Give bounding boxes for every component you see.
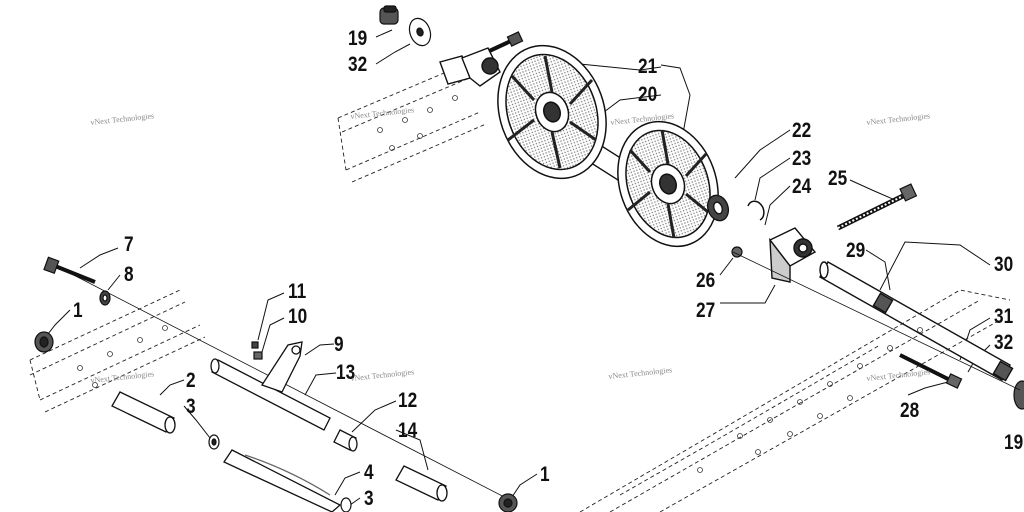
part-label: 21 [638, 55, 658, 78]
part-1-nut-left [34, 331, 54, 353]
part-9-arm [261, 341, 303, 393]
part-label: 19 [348, 27, 368, 50]
part-label: 2 [186, 369, 196, 392]
part-label: 8 [124, 263, 134, 286]
part-13-shaft [210, 358, 331, 431]
part-label: 1 [73, 299, 83, 322]
part-19-cap-top [379, 5, 399, 25]
part-2-spacer [111, 391, 176, 434]
part-label: 10 [288, 305, 308, 328]
part-label: 3 [364, 487, 374, 510]
part-3-washer-mid [208, 434, 220, 450]
part-4-tube [223, 449, 342, 512]
part-label: 32 [994, 331, 1014, 354]
part-26-nut [731, 246, 743, 258]
top-axle-bracket [439, 47, 501, 87]
part-14-spacer [395, 465, 448, 502]
bottom-rail-holes [697, 327, 923, 473]
part-label: 7 [124, 233, 134, 256]
part-12-bushing [333, 429, 358, 452]
part-21-idler-wheel [497, 44, 607, 180]
part-7-bolt [43, 256, 96, 284]
part-label: 29 [846, 239, 866, 262]
part-label: 28 [900, 399, 920, 422]
part-28-bolt [899, 353, 963, 389]
part-label: 26 [696, 269, 716, 292]
bottom-left-rail [29, 289, 206, 413]
part-label: 13 [336, 361, 356, 384]
part-3-washer-bottom [340, 497, 352, 512]
right-axle-bracket [768, 227, 817, 283]
part-label: 31 [994, 305, 1014, 328]
part-8-washer [99, 290, 111, 306]
part-label: 22 [792, 119, 812, 142]
part-label: 19 [1004, 431, 1024, 454]
part-label: 25 [828, 167, 848, 190]
part-label: 9 [334, 333, 344, 356]
part-label: 20 [638, 83, 658, 106]
part-20-idler-wheel [617, 120, 719, 248]
part-label: 3 [186, 395, 196, 418]
part-29-shaft [819, 261, 1014, 382]
part-label: 11 [288, 280, 307, 303]
part-label: 4 [364, 461, 374, 484]
part-label: 27 [696, 299, 716, 322]
part-10-11-grease-fitting [251, 341, 263, 360]
part-label: 23 [792, 147, 812, 170]
part-label: 30 [994, 253, 1014, 276]
part-label: 24 [792, 175, 812, 198]
part-label: 14 [398, 419, 418, 442]
top-leader-lines [375, 29, 991, 396]
part-25-long-bolt [836, 183, 918, 231]
part-label: 12 [398, 389, 418, 412]
part-1-nut-bottom [498, 493, 518, 512]
part-label: 1 [540, 463, 550, 486]
bottom-rail-long [579, 289, 1011, 512]
part-label: 32 [348, 53, 368, 76]
bottom-leader-lines [44, 247, 538, 506]
part-19-cap-right [1013, 380, 1024, 410]
part-32-washer-top [408, 17, 432, 47]
top-rail-holes [377, 95, 458, 151]
part-22-bearing [706, 194, 730, 222]
part-23-snap-ring [747, 200, 765, 221]
bottom-left-rail-holes [77, 325, 168, 388]
